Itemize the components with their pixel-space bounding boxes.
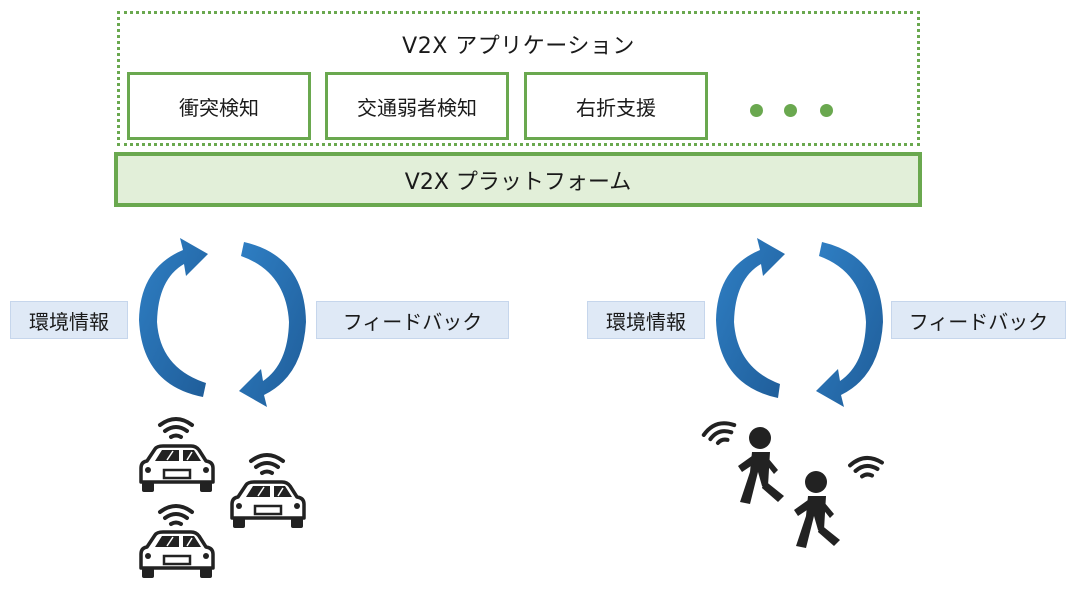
wireless-signal-icon [249,453,285,475]
v2x-application-frame: V2X アプリケーション 衝突検知 交通弱者検知 右折支援 [117,11,920,146]
pedestrian-icon [738,427,784,504]
application-layer-title: V2X アプリケーション [402,34,635,59]
app-collision-detection: 衝突検知 [127,72,311,140]
input-label-environment-right: 環境情報 [587,301,705,339]
vehicle-group [139,417,306,580]
circular-arrow-left-down-icon [239,242,306,407]
car-icon [139,530,215,580]
output-label-feedback-right: フィードバック [891,301,1066,339]
app-right-turn-assist: 右折支援 [524,72,708,140]
wireless-signal-icon [701,421,737,445]
wireless-signal-icon [848,456,884,479]
output-label-feedback-left: フィードバック [316,301,509,339]
pedestrian-group [701,421,884,548]
pedestrian-icon [794,471,840,548]
wireless-signal-icon [158,504,194,526]
circular-arrow-right-down-icon [816,242,883,407]
circular-arrow-left-up-icon [139,238,208,397]
v2x-platform-bar: V2X プラットフォーム [114,152,922,207]
wireless-signal-icon [158,417,194,439]
circular-arrow-right-up-icon [716,238,785,398]
input-label-environment-left: 環境情報 [10,301,128,339]
car-icon [139,444,215,494]
car-icon [230,480,306,530]
app-vulnerable-road-user-detection: 交通弱者検知 [325,72,509,140]
